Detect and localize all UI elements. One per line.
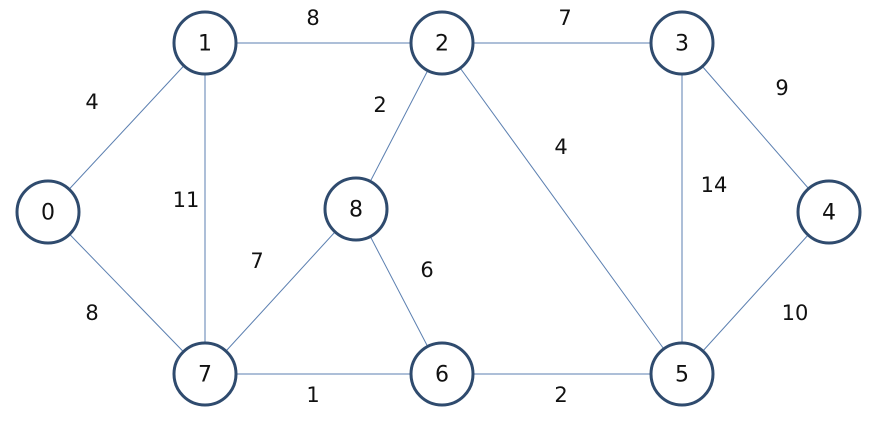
- node-circle-0: [15, 179, 81, 245]
- node-label-3: 3: [675, 32, 689, 57]
- node-3: 3: [649, 10, 715, 76]
- node-label-7: 7: [198, 363, 212, 388]
- node-4: 4: [796, 179, 862, 245]
- node-5: 5: [649, 341, 715, 407]
- edge-weight-1-7: 11: [173, 188, 200, 212]
- node-label-1: 1: [198, 32, 212, 57]
- edge-weight-2-8: 2: [373, 93, 386, 117]
- node-label-4: 4: [822, 201, 836, 226]
- node-circle-6: [409, 341, 475, 407]
- node-circle-3: [649, 10, 715, 76]
- node-label-8: 8: [349, 198, 363, 223]
- edge-weight-2-5: 4: [554, 135, 567, 159]
- edge-2-5: [441, 42, 683, 375]
- node-7: 7: [172, 341, 238, 407]
- edge-weights-layer: 4 8 8 11 7 2 4 9 14 10 2 1 6 7: [85, 6, 808, 407]
- edge-7-8: [204, 208, 357, 375]
- edge-0-7: [47, 211, 206, 375]
- edge-4-5: [681, 211, 830, 375]
- edge-weight-3-5: 14: [701, 173, 728, 197]
- edge-weight-5-6: 2: [554, 383, 567, 407]
- edge-weight-2-3: 7: [558, 6, 571, 30]
- edge-weight-6-7: 1: [306, 383, 319, 407]
- node-8: 8: [323, 176, 389, 242]
- edge-weight-3-4: 9: [775, 76, 788, 100]
- node-0: 0: [15, 179, 81, 245]
- node-6: 6: [409, 341, 475, 407]
- node-2: 2: [409, 10, 475, 76]
- edge-weight-6-8: 6: [420, 258, 433, 282]
- edge-0-1: [47, 42, 206, 213]
- edge-3-4: [681, 42, 830, 213]
- node-circle-5: [649, 341, 715, 407]
- node-label-6: 6: [435, 363, 449, 388]
- edges-layer: [47, 42, 830, 375]
- node-circle-2: [409, 10, 475, 76]
- node-circle-4: [796, 179, 862, 245]
- node-label-0: 0: [41, 201, 55, 226]
- node-label-5: 5: [675, 363, 689, 388]
- node-circle-1: [172, 10, 238, 76]
- node-label-2: 2: [435, 32, 449, 57]
- node-circle-7: [172, 341, 238, 407]
- edge-weight-0-1: 4: [85, 90, 98, 114]
- node-circle-8: [323, 176, 389, 242]
- edge-weight-4-5: 10: [782, 301, 809, 325]
- edge-weight-0-7: 8: [85, 301, 98, 325]
- node-1: 1: [172, 10, 238, 76]
- edge-weight-1-2: 8: [306, 6, 319, 30]
- nodes-layer: 0 1 2 3 4 5 6 7 8: [15, 10, 862, 407]
- edge-weight-7-8: 7: [250, 249, 263, 273]
